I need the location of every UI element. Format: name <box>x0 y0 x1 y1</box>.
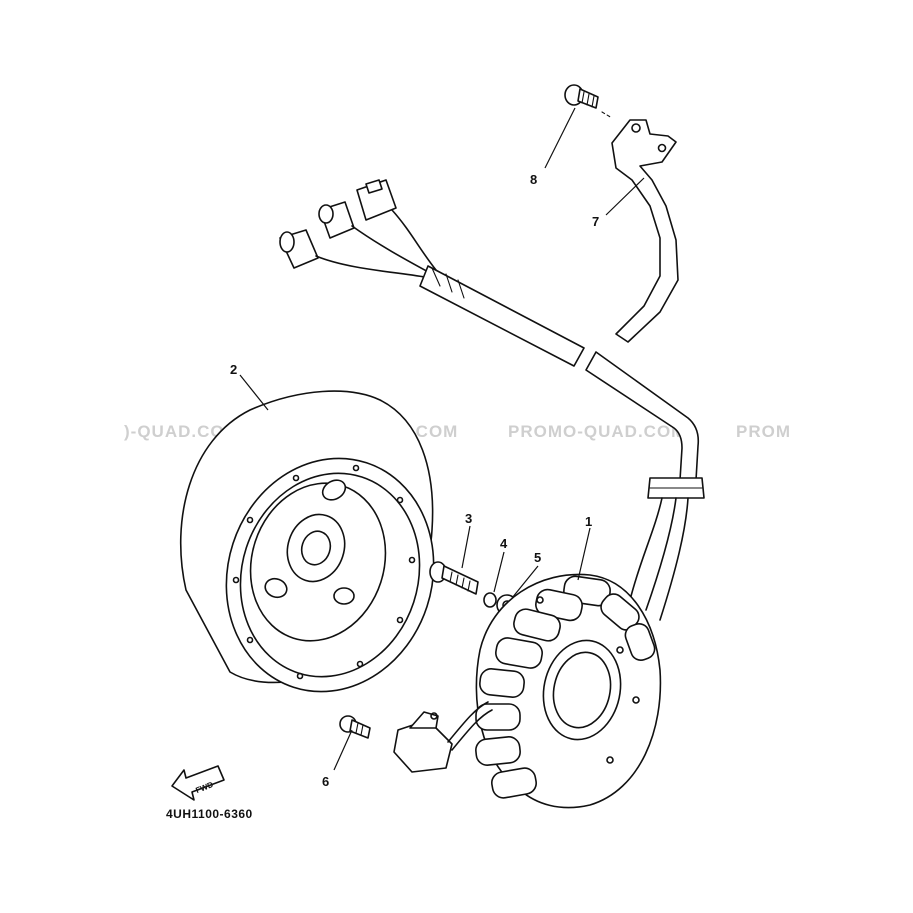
bolt-part-3 <box>429 561 479 595</box>
bracket-part-7 <box>611 119 679 343</box>
bolt-part-8 <box>564 84 613 119</box>
part-code: 4UH1100-6360 <box>166 807 253 821</box>
callout-7: 7 <box>592 214 599 229</box>
washer-part-4 <box>483 592 497 608</box>
callout-4: 4 <box>500 536 508 551</box>
fwd-arrow-icon: FWD <box>171 765 225 801</box>
stator-part-1 <box>475 573 662 809</box>
watermark-4: PROM <box>736 422 791 441</box>
callout-2: 2 <box>230 362 237 377</box>
leader-lines <box>239 107 645 771</box>
callout-3: 3 <box>465 511 472 526</box>
pickup-coil <box>393 701 493 773</box>
callout-1: 1 <box>585 514 592 529</box>
callout-labels: 1 2 3 4 5 6 7 8 <box>230 172 599 789</box>
callout-5: 5 <box>534 550 541 565</box>
flywheel-rotor-part-2 <box>179 390 435 693</box>
callout-6: 6 <box>322 774 329 789</box>
screw-part-6 <box>339 715 371 739</box>
callout-8: 8 <box>530 172 537 187</box>
watermark-1: )-QUAD.COM <box>124 422 240 441</box>
watermark-3: PROMO-QUAD.COM <box>508 422 686 441</box>
wire-harness <box>279 179 705 621</box>
